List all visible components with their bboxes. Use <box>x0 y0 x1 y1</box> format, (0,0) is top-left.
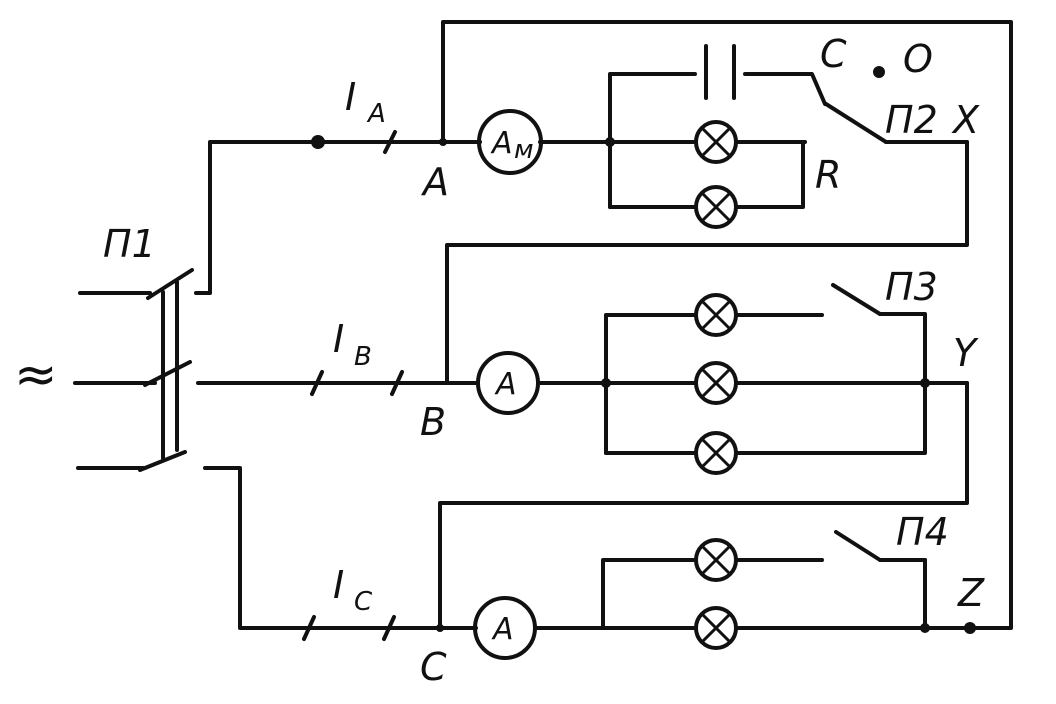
switch-p1-label: П1 <box>103 222 156 266</box>
node-c-label: C <box>420 645 447 689</box>
connection-wires <box>438 20 1013 630</box>
node-a-label: A <box>420 160 449 204</box>
switch-p2-label: П2 <box>885 98 938 142</box>
switch-p1 <box>138 268 194 472</box>
switch-position-c: C <box>820 32 847 76</box>
ac-source-symbol: ≈ <box>14 345 58 405</box>
terminal-y-label: Y <box>953 331 979 375</box>
current-c-label: I <box>333 563 344 607</box>
lamp-a2 <box>694 185 738 229</box>
node-b-label: B <box>420 400 446 444</box>
current-a-subscript: A <box>366 99 386 129</box>
ammeter-b: A <box>476 351 540 415</box>
ammeter-c: A <box>473 596 537 660</box>
phase-b-load <box>601 283 969 455</box>
lamp-b1 <box>694 293 738 337</box>
phase-c-line <box>203 466 697 641</box>
switch-p3-label: П3 <box>885 265 938 309</box>
svg-text:м: м <box>514 135 534 165</box>
phase-a-line <box>194 130 612 295</box>
phase-b-line <box>196 370 612 396</box>
svg-text:A: A <box>494 367 517 402</box>
lamp-b2 <box>694 361 738 405</box>
source-lines <box>73 291 157 470</box>
switch-p4-label: П4 <box>896 510 949 554</box>
current-c-subscript: C <box>354 587 373 617</box>
lamp-c1 <box>694 538 738 582</box>
phase-a-load <box>605 44 827 209</box>
ammeter-a: A м <box>477 109 543 175</box>
lamp-b3 <box>694 431 738 475</box>
terminal-x-label: X <box>951 98 980 142</box>
terminal-z-label: Z <box>957 571 985 615</box>
resistor-r-label: R <box>815 153 841 197</box>
lamp-c2 <box>694 606 738 650</box>
svg-text:A: A <box>491 612 514 647</box>
switch-p2 <box>824 102 969 144</box>
svg-text:A: A <box>490 126 513 161</box>
phase-c-load <box>601 530 976 634</box>
current-b-label: I <box>333 317 344 361</box>
current-b-subscript: B <box>354 342 372 372</box>
switch-position-dot <box>873 66 885 78</box>
lamp-a1 <box>694 120 738 164</box>
switch-position-o: O <box>903 37 933 81</box>
current-a-label: I <box>345 75 356 119</box>
